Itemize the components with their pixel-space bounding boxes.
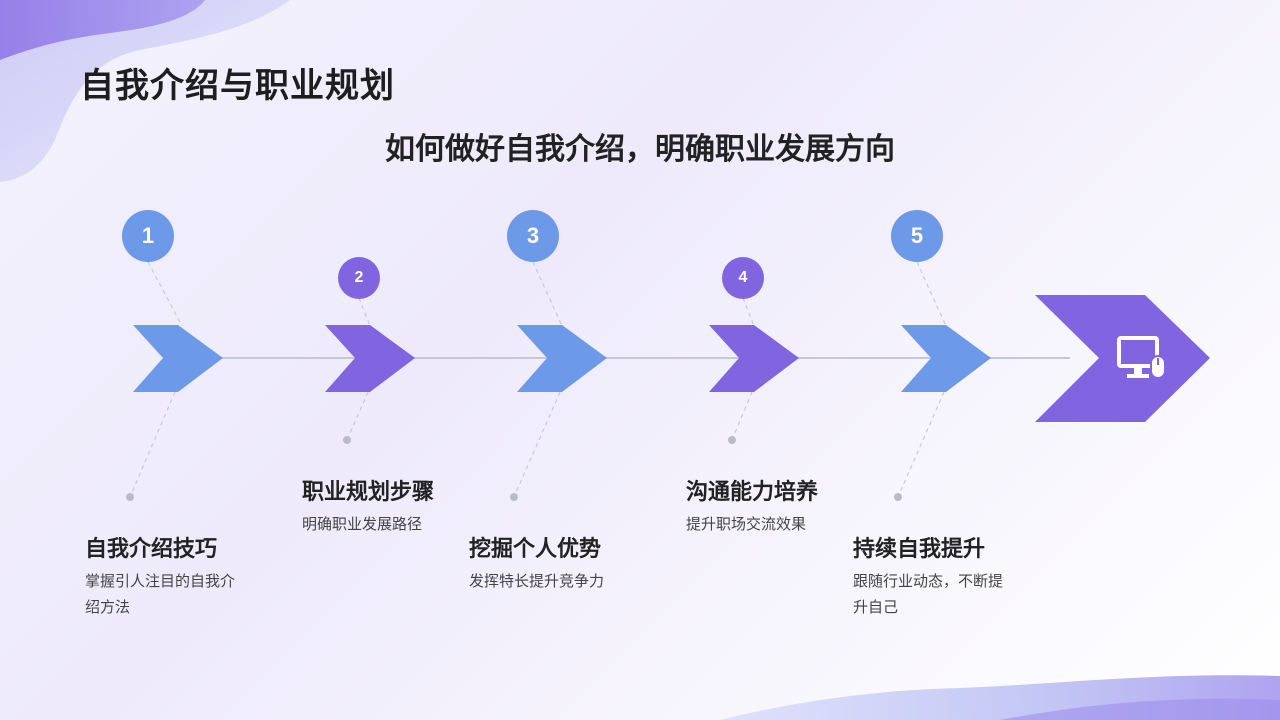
chevron-1-icon bbox=[133, 325, 223, 392]
connector-5-bottom bbox=[897, 391, 945, 498]
connector-1-top bbox=[147, 261, 183, 327]
dot-1 bbox=[126, 493, 134, 501]
step-2-title: 职业规划步骤 bbox=[302, 480, 435, 505]
step-5-number: 5 bbox=[891, 210, 943, 262]
connector-4-bottom bbox=[731, 391, 753, 441]
step-4-title: 沟通能力培养 bbox=[686, 480, 819, 505]
step-5-title: 持续自我提升 bbox=[853, 537, 986, 562]
step-5-desc: 跟随行业动态，不断提升自己 bbox=[853, 572, 1004, 616]
end-arrow-icon bbox=[1035, 295, 1210, 422]
dot-2 bbox=[343, 436, 351, 444]
dot-5 bbox=[894, 493, 902, 501]
step-3-number: 3 bbox=[507, 210, 559, 262]
connector-1-bottom bbox=[129, 391, 176, 498]
connector-5-top bbox=[916, 261, 947, 327]
step-4-desc: 提升职场交流效果 bbox=[686, 515, 807, 533]
step-3-desc: 发挥特长提升竞争力 bbox=[469, 572, 605, 590]
connector-3-top bbox=[532, 261, 563, 327]
chevron-2-icon bbox=[325, 325, 415, 392]
connector-2-bottom bbox=[346, 391, 369, 441]
decorative-blob-top-left bbox=[0, 0, 290, 182]
computer-monitor-mouse-icon bbox=[1117, 336, 1166, 379]
chevron-3-icon bbox=[517, 325, 607, 392]
dot-4 bbox=[728, 436, 736, 444]
dot-3 bbox=[510, 493, 518, 501]
step-1-desc: 掌握引人注目的自我介绍方法 bbox=[85, 572, 236, 616]
chevron-4-icon bbox=[709, 325, 799, 392]
connector-2-top bbox=[358, 297, 371, 327]
connector-3-bottom bbox=[513, 391, 561, 498]
connector-4-top bbox=[742, 297, 755, 327]
page-title: 自我介绍与职业规划 bbox=[80, 66, 395, 106]
chevron-5-icon bbox=[901, 325, 991, 392]
step-4-number: 4 bbox=[722, 257, 764, 299]
step-2-number: 2 bbox=[338, 257, 380, 299]
step-1-number: 1 bbox=[122, 210, 174, 262]
step-2-desc: 明确职业发展路径 bbox=[302, 515, 423, 533]
step-1-title: 自我介绍技巧 bbox=[85, 537, 218, 562]
page-subtitle: 如何做好自我介绍，明确职业发展方向 bbox=[385, 132, 895, 167]
step-3-title: 挖掘个人优势 bbox=[469, 537, 602, 562]
